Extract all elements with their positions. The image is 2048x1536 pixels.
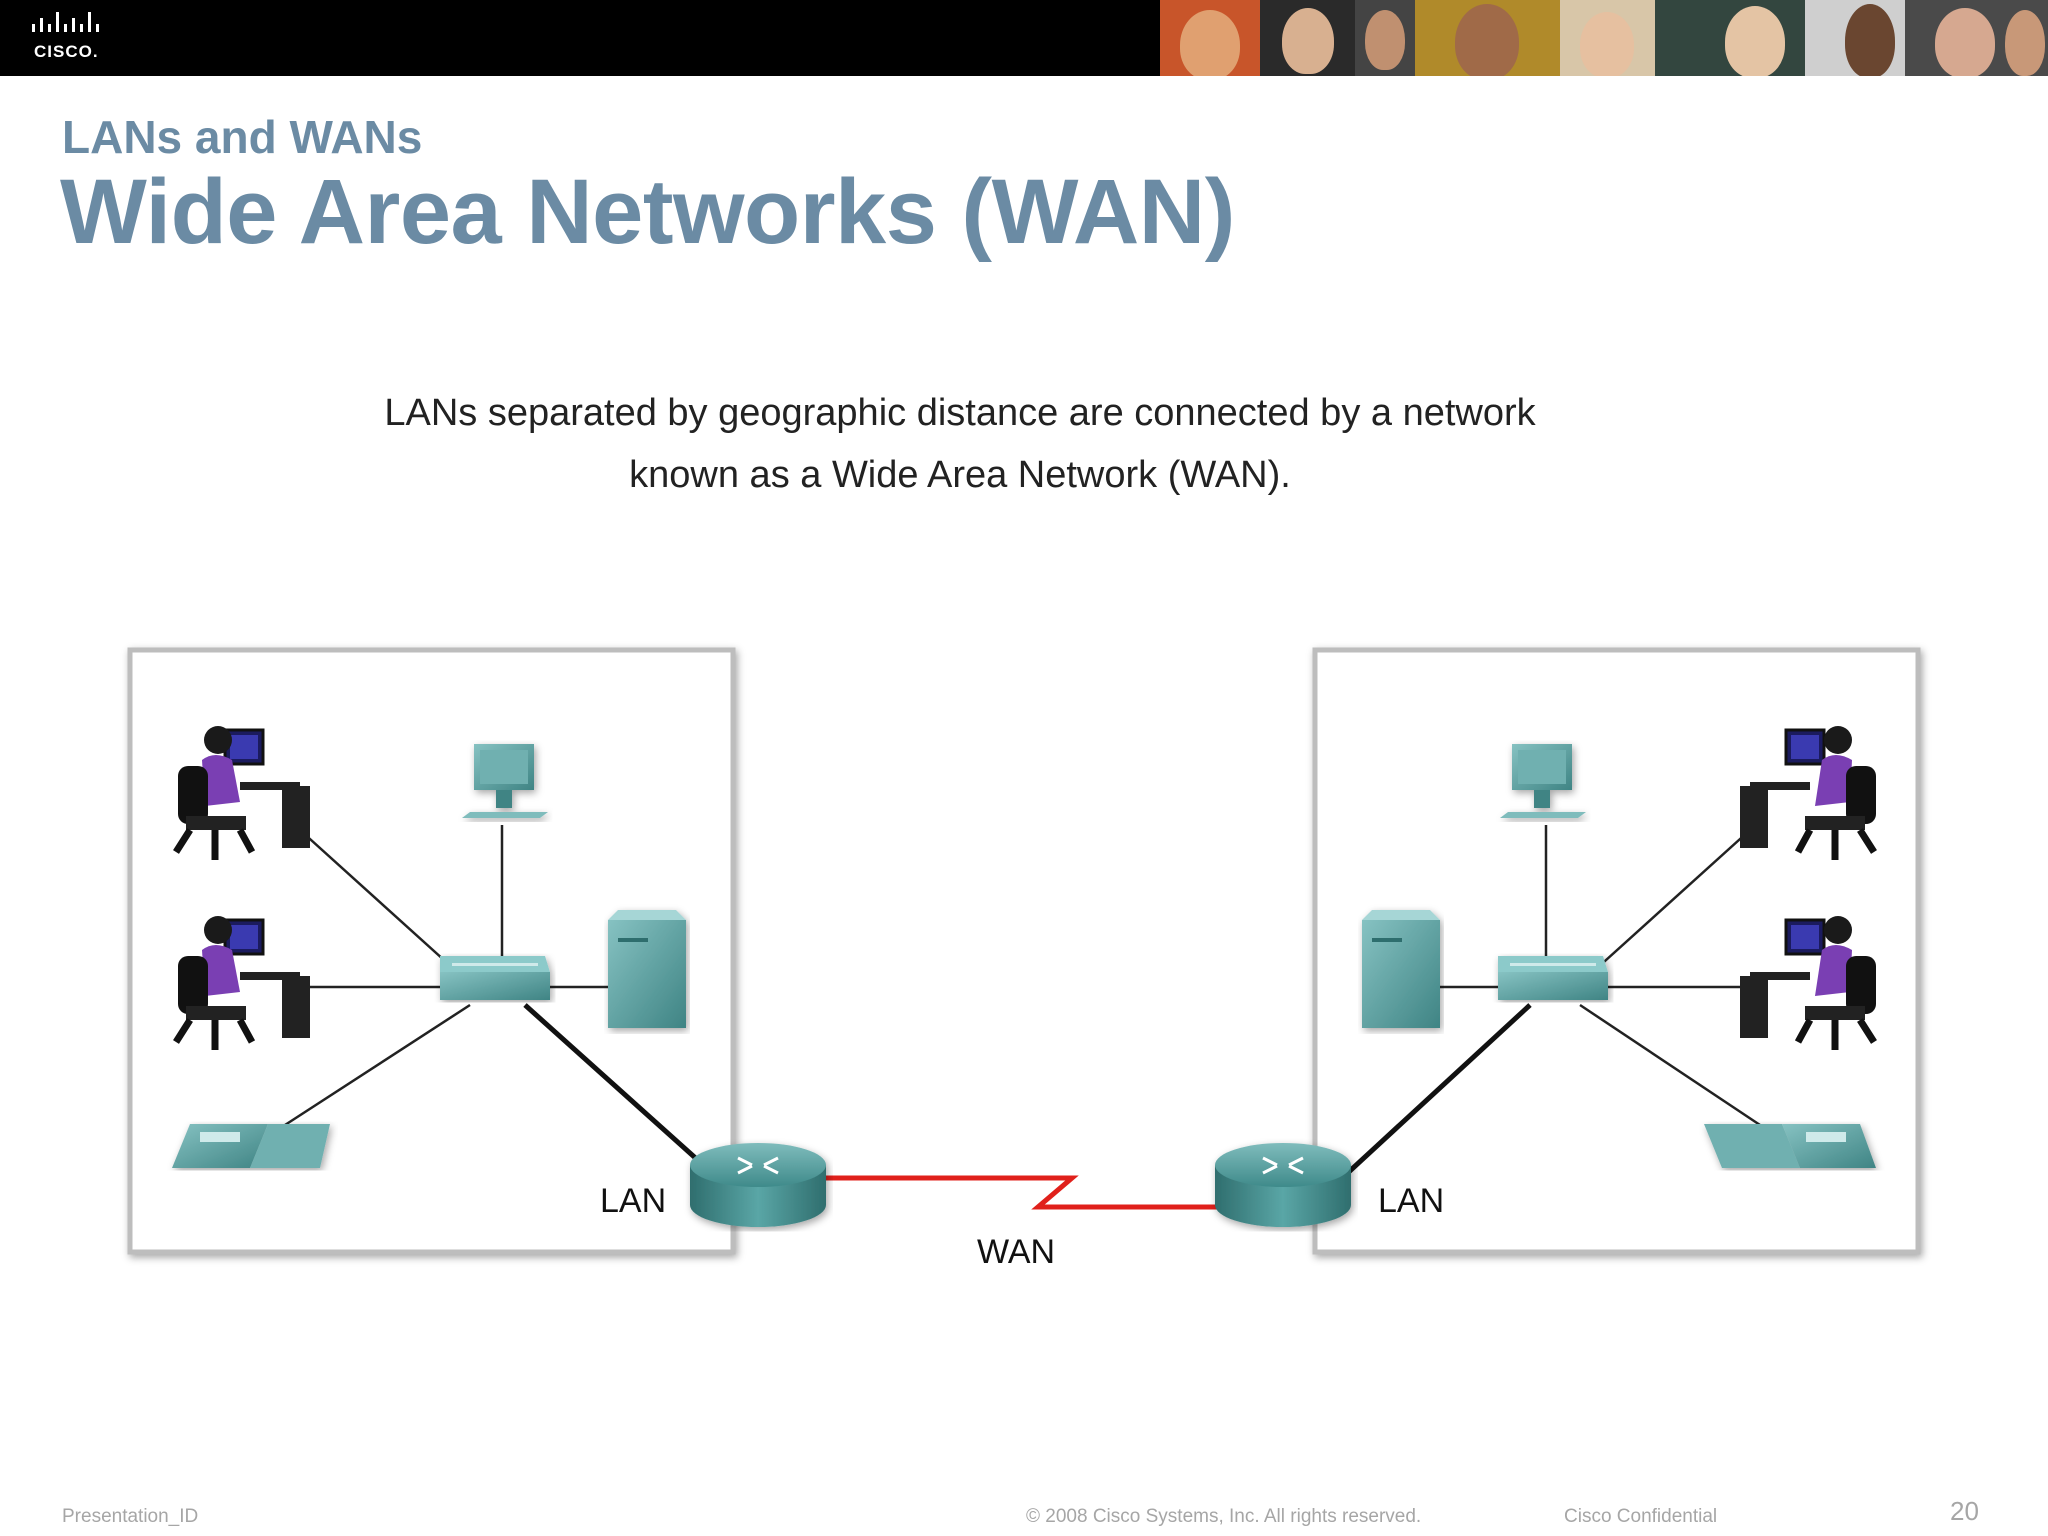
left-phone-icon: [172, 1124, 330, 1168]
right-user-workstation-1-icon: [1740, 726, 1877, 860]
left-router-icon: [690, 1143, 826, 1227]
caption: LANs separated by geographic distance ar…: [230, 382, 1690, 506]
photo-3: [1355, 0, 1415, 76]
photo-strip: [1160, 0, 2048, 76]
left-switch-icon: [440, 956, 550, 1000]
section-subtitle: LANs and WANs: [62, 111, 423, 163]
slide-title: Wide Area Networks (WAN): [60, 161, 1235, 263]
left-link-router: [523, 1003, 722, 1182]
page-number: 20: [1950, 1496, 1979, 1526]
right-switch-icon: [1498, 956, 1608, 1000]
caption-line-1: LANs separated by geographic distance ar…: [384, 392, 1536, 434]
copyright: © 2008 Cisco Systems, Inc. All rights re…: [1026, 1506, 1422, 1527]
left-server-icon: [608, 910, 686, 1028]
wan-label: WAN: [977, 1233, 1055, 1271]
right-pc-icon: [1500, 744, 1586, 818]
confidential-label: Cisco Confidential: [1564, 1506, 1718, 1527]
right-router-icon: [1215, 1143, 1351, 1227]
left-link-user1: [299, 829, 456, 971]
photo-5: [1560, 0, 1655, 76]
left-link-phone: [284, 1003, 471, 1127]
left-pc-icon: [462, 744, 548, 818]
wan-diagram: LAN LAN WAN: [127, 647, 1921, 1271]
right-phone-icon: [1704, 1124, 1876, 1168]
photo-6: [1655, 0, 1805, 76]
right-server-icon: [1362, 910, 1440, 1028]
cisco-logo: CISCO.: [30, 12, 130, 64]
photo-1: [1160, 0, 1260, 76]
caption-line-2: known as a Wide Area Network (WAN).: [629, 454, 1291, 496]
photo-4: [1415, 0, 1560, 76]
photo-2: [1260, 0, 1355, 76]
photo-8: [1905, 0, 2048, 76]
right-user-workstation-2-icon: [1740, 916, 1877, 1050]
left-user-workstation-1-icon: [173, 726, 310, 860]
wan-link: [825, 1175, 1225, 1210]
right-lan-label: LAN: [1378, 1182, 1444, 1220]
left-user-workstation-2-icon: [173, 916, 310, 1050]
photo-7: [1805, 0, 1905, 76]
cisco-bars-icon: [32, 12, 99, 32]
right-link-router: [1338, 1003, 1532, 1182]
left-lan-label: LAN: [600, 1182, 666, 1220]
right-link-phone: [1579, 1003, 1761, 1127]
right-link-user1: [1594, 829, 1751, 971]
presentation-id: Presentation_ID: [62, 1506, 199, 1527]
cisco-logo-text: CISCO.: [34, 42, 99, 61]
header-bar: CISCO.: [0, 0, 2048, 76]
